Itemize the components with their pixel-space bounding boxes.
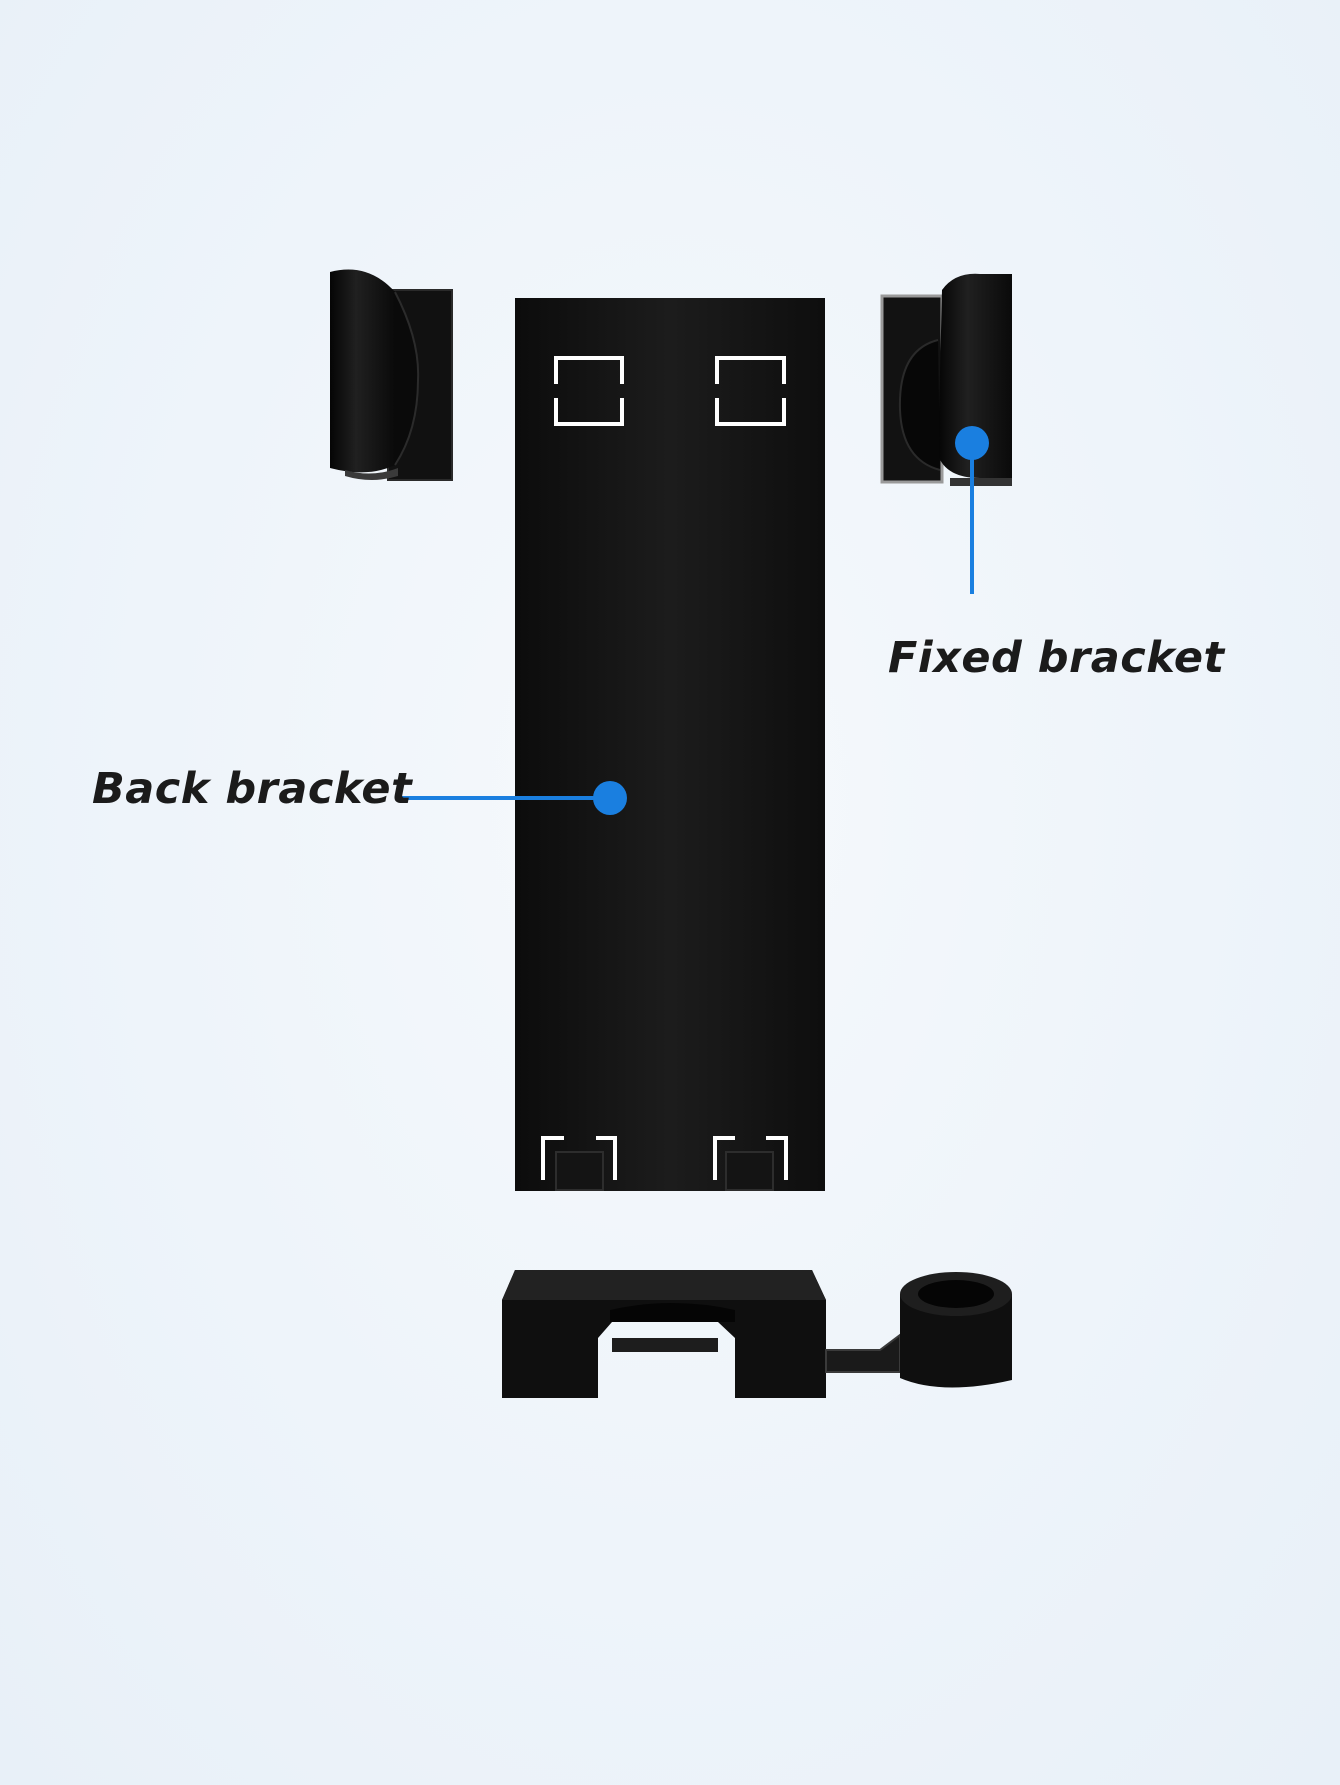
bottom-right-hook bbox=[713, 1136, 788, 1191]
fixed-bracket-callout bbox=[955, 426, 989, 594]
back-bracket-callout bbox=[398, 781, 627, 815]
top-right-slot bbox=[715, 356, 786, 426]
back-bracket-part bbox=[515, 298, 825, 1191]
fixed-bracket-label: Fixed bracket bbox=[888, 633, 1225, 683]
base-tray-part bbox=[502, 1270, 1012, 1398]
fixed-bracket-part bbox=[880, 273, 1012, 486]
bottom-left-hook bbox=[541, 1136, 617, 1191]
top-left-slot bbox=[554, 356, 624, 426]
back-bracket-label: Back bracket bbox=[92, 764, 413, 814]
left-side-clip bbox=[330, 269, 453, 481]
